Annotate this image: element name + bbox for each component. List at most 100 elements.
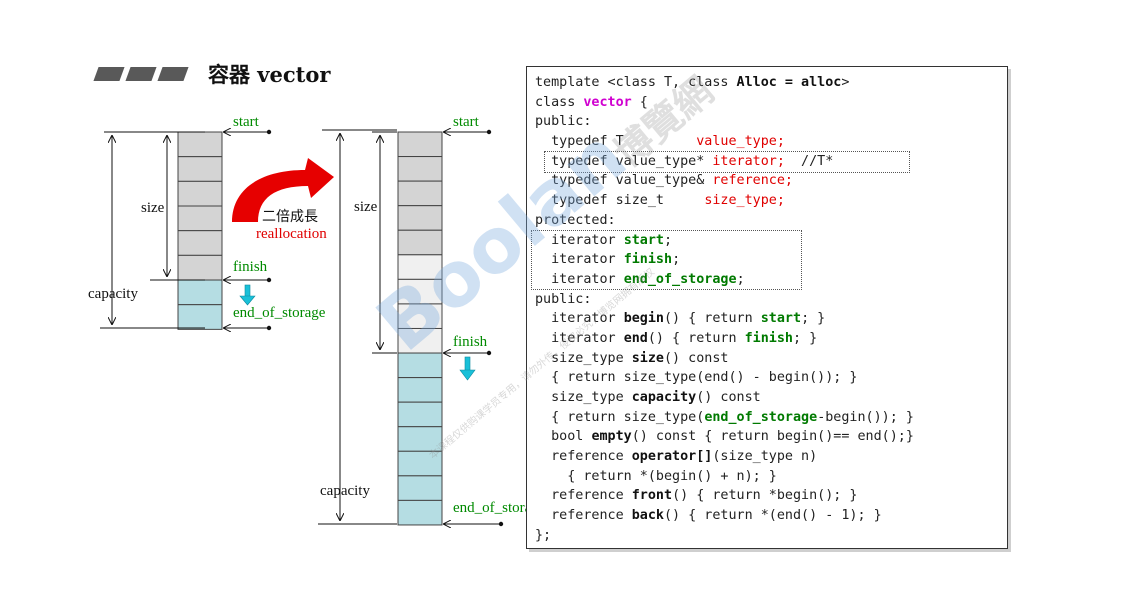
vector-memory-diagram: start size finish capacity end_of_storag…: [0, 0, 560, 604]
code-token: //T*: [784, 153, 834, 169]
code-line: iterator finish;: [535, 250, 1007, 270]
code-token: () { return: [647, 330, 745, 346]
code-token: iterator: [535, 330, 624, 346]
code-token: iterator: [535, 252, 624, 268]
code-token: end_of_storage: [623, 271, 737, 287]
left-start-label: start: [233, 114, 259, 130]
code-token: ;: [736, 271, 745, 287]
right-start-label: start: [453, 114, 479, 130]
code-line: iterator start;: [535, 231, 1007, 251]
code-token: ;: [664, 232, 673, 248]
code-line: protected:: [535, 211, 1007, 231]
memory-cell: [397, 156, 443, 182]
growth-arrow-icon: [232, 158, 334, 222]
code-token: end_of_storage: [704, 409, 818, 425]
left-down-arrow-icon: [239, 284, 256, 306]
memory-cell: [397, 278, 443, 305]
right-size-dimension: [372, 131, 397, 354]
code-token: value_type;: [696, 134, 785, 150]
code-token: reference: [535, 488, 632, 504]
right-capacity-label: capacity: [320, 483, 370, 499]
code-token: protected:: [535, 212, 616, 228]
code-line: typedef value_type& reference;: [535, 171, 1007, 191]
memory-cell: [397, 229, 443, 256]
growth-label: 二倍成長: [262, 209, 318, 225]
code-line: reference front() { return *begin(); }: [535, 486, 1007, 506]
code-token: size: [631, 350, 664, 366]
code-line: reference back() { return *(end() - 1); …: [535, 506, 1007, 526]
memory-cell: [177, 205, 223, 232]
diagram-canvas: [100, 0, 504, 604]
memory-cell: [397, 401, 443, 428]
code-token: typedef size_t: [535, 193, 705, 209]
code-token: >: [841, 75, 850, 90]
code-token: empty: [591, 429, 632, 445]
memory-cell: [177, 156, 223, 182]
code-line: public:: [535, 290, 1007, 310]
code-line: size_type size() const: [535, 349, 1007, 369]
code-token: () { return *begin(); }: [672, 488, 858, 504]
code-token: public:: [535, 291, 592, 307]
code-token: capacity: [631, 390, 697, 405]
code-token: size_type: [535, 350, 632, 366]
code-token: -begin()); }: [817, 409, 914, 425]
memory-cell: [397, 352, 443, 379]
code-token: finish: [623, 252, 673, 268]
code-token: finish: [744, 330, 793, 346]
code-token: start: [760, 311, 802, 327]
left-end-of-storage-label: end_of_storage: [233, 305, 326, 321]
code-line: { return *(begin() + n); }: [535, 467, 1007, 487]
memory-cell: [397, 254, 443, 280]
code-line: { return size_type(end_of_storage-begin(…: [535, 408, 1007, 428]
code-token: Alloc = alloc: [736, 75, 842, 90]
memory-cell: [397, 499, 443, 526]
code-token: typedef value_type*: [535, 153, 713, 169]
code-token: end: [623, 330, 648, 346]
code-token: () { return *(end() - 1); }: [664, 508, 882, 524]
memory-cell: [397, 303, 443, 329]
code-token: typedef value_type&: [535, 173, 713, 189]
memory-cell: [177, 279, 223, 306]
code-line: iterator end() { return finish; }: [535, 329, 1007, 349]
code-token: { return size_type(end() - begin()); }: [535, 370, 858, 386]
code-token: { return *(begin() + n); }: [535, 468, 777, 484]
code-token: size_type: [535, 390, 632, 405]
right-start-pointer: [444, 130, 492, 134]
code-token: () { return: [664, 311, 761, 327]
code-line: public:: [535, 112, 1007, 132]
code-line: iterator end_of_storage;: [535, 270, 1007, 290]
code-token: public:: [535, 114, 592, 130]
left-finish-label: finish: [233, 259, 268, 275]
code-token: reference: [535, 508, 632, 524]
memory-cell: [397, 205, 443, 231]
code-token: { return size_type(: [535, 409, 705, 425]
right-end-of-storage-label: end_of_storage: [453, 500, 546, 516]
code-token: back: [631, 508, 664, 524]
code-token: () const: [664, 350, 729, 366]
memory-cell: [177, 180, 223, 207]
memory-cell: [397, 426, 443, 452]
memory-cell: [397, 450, 443, 477]
memory-cell: [177, 254, 223, 281]
code-token: typedef T: [535, 134, 697, 150]
reallocation-label: reallocation: [256, 226, 327, 242]
memory-cell: [177, 304, 223, 330]
code-token: class: [535, 94, 584, 110]
code-token: ;: [672, 252, 681, 268]
memory-cell: [397, 475, 443, 501]
memory-cell: [177, 230, 223, 256]
left-size-dimension: [150, 131, 205, 281]
left-vector-cells: [177, 131, 223, 330]
slide-title: 容器 vector: [93, 62, 331, 87]
right-vector-cells: [397, 131, 443, 526]
memory-cell: [397, 327, 443, 354]
vector-source-code-panel: template <class T, class Alloc = alloc> c…: [526, 66, 1008, 549]
code-token: () const { return begin()== end();}: [631, 429, 914, 445]
code-line: };: [535, 526, 1007, 546]
code-token: bool: [535, 429, 592, 445]
code-token: operator[]: [631, 449, 713, 465]
code-line: typedef size_t size_type;: [535, 191, 1007, 211]
slide-title-text: 容器 vector: [208, 62, 331, 87]
code-token: template <class T, class: [535, 75, 737, 90]
code-line: iterator begin() { return start; }: [535, 309, 1007, 329]
